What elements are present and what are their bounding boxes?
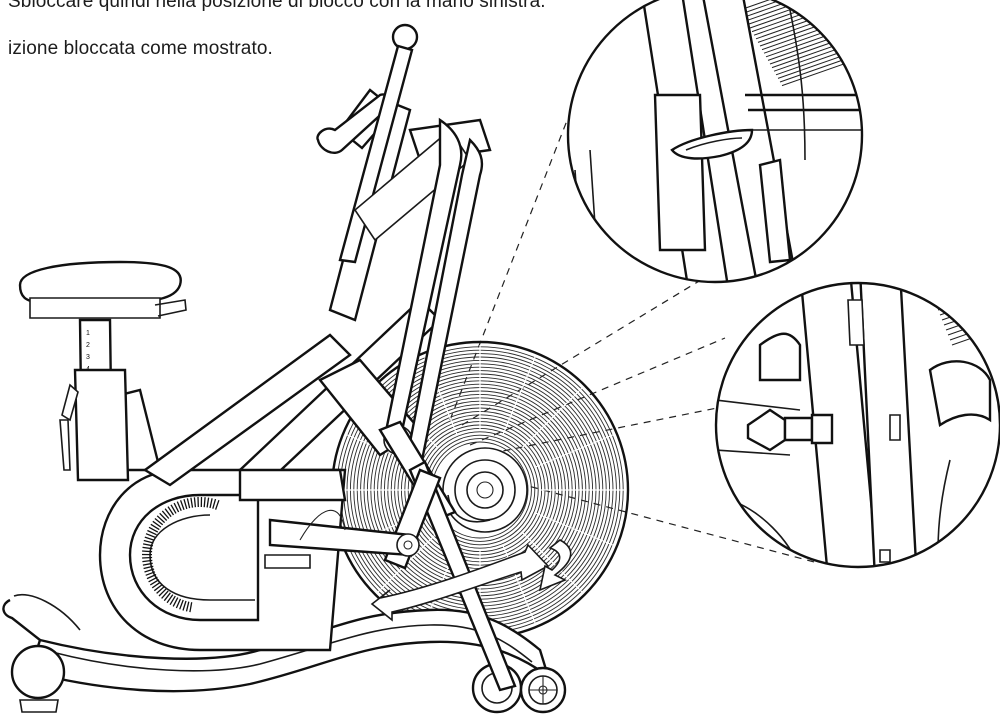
seat-mark-1: 1 [86, 330, 90, 337]
detail-view-knob [714, 281, 1000, 569]
fan-wheel [330, 340, 630, 640]
instruction-line-2: izione bloccata come mostrato. [8, 38, 273, 59]
seat-mark-2: 2 [86, 342, 90, 349]
motion-arrows [370, 539, 572, 622]
instruction-line-1: Sbloccare quindi nella posizione di bloc… [8, 0, 546, 12]
seat-mark-4: 4 [86, 366, 90, 373]
detail-view-lock-pin [566, 0, 864, 284]
bike-frame: 1 2 3 4 [2, 23, 567, 714]
seat-mark-3: 3 [86, 354, 90, 361]
